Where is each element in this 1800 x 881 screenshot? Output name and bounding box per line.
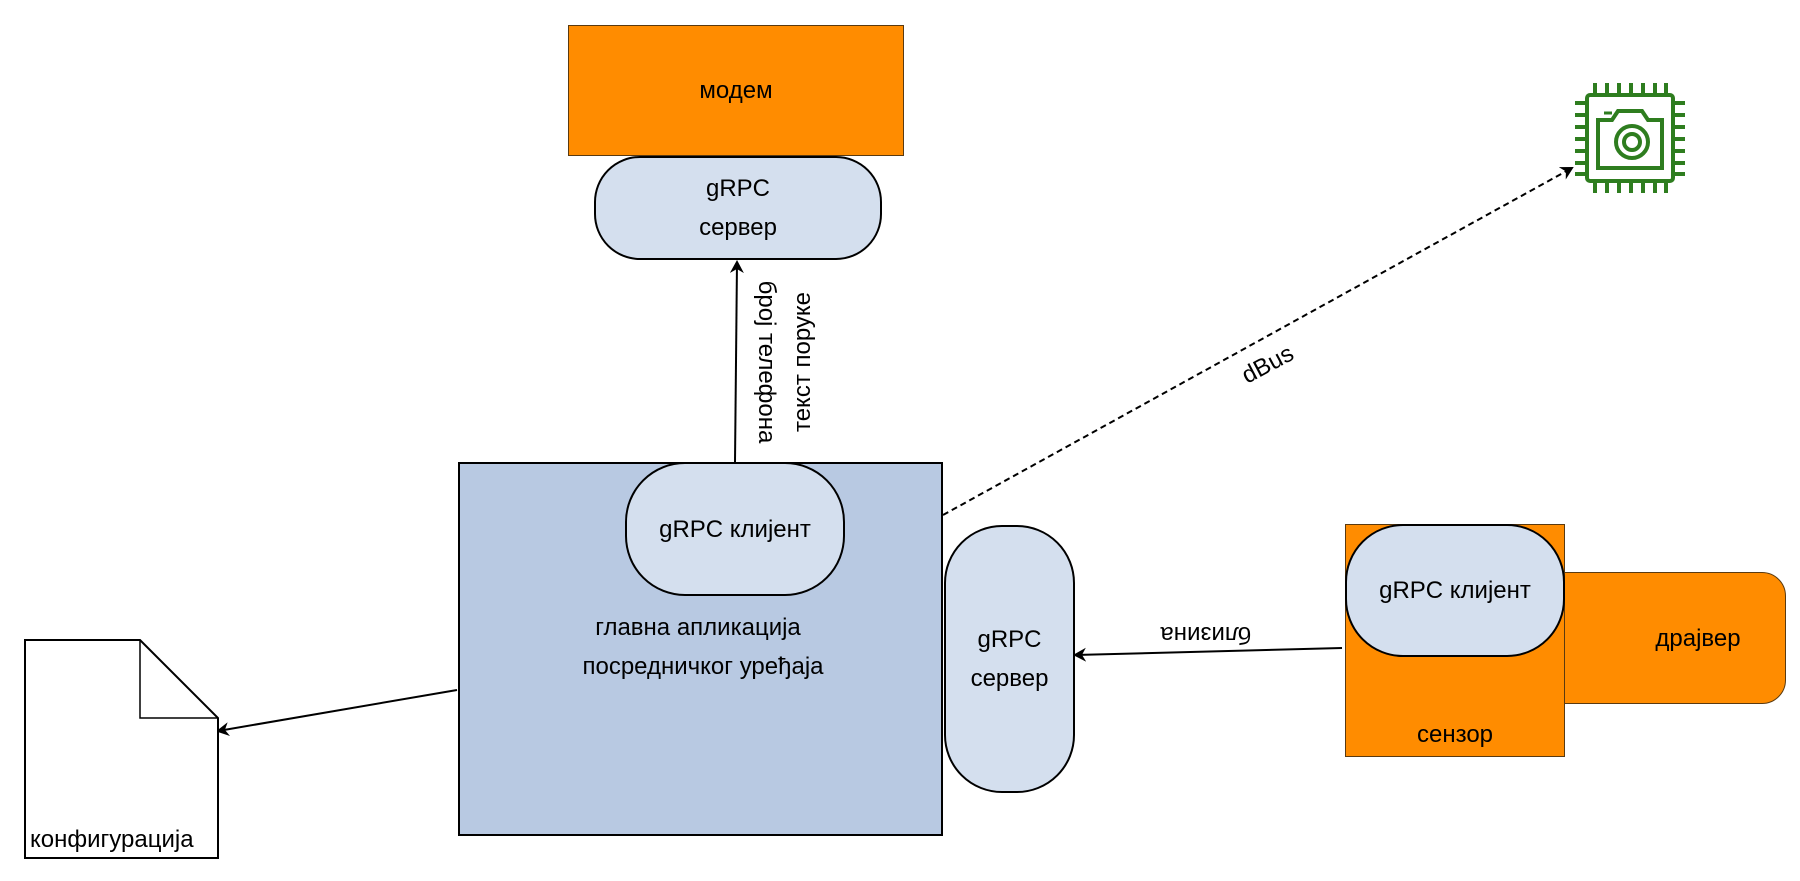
grpc-server-right-line1: gRPC — [977, 626, 1042, 653]
main-app-label-line1: главна апликација — [595, 614, 801, 641]
sensor-grpc-client: gRPC клијент — [1345, 524, 1565, 657]
grpc-client-main: gRPC клијент — [625, 462, 845, 596]
driver-label: драјвер — [1655, 624, 1741, 652]
grpc-server-top-line1: gRPC — [705, 175, 771, 202]
edge-label-message-text: текст поруке — [789, 291, 816, 433]
grpc-client-main-label: gRPC клијент — [659, 515, 811, 543]
modem-box: модем — [568, 25, 904, 156]
edge-label-proximity: близина — [1160, 621, 1252, 648]
sensor-grpc-client-label: gRPC клијент — [1379, 577, 1531, 604]
sensor-label: сензор — [1416, 721, 1494, 748]
modem-label: модем — [699, 77, 773, 104]
config-label: конфигурација — [30, 826, 194, 853]
edge-label-phone-number: број телефона — [753, 280, 780, 444]
grpc-server-right-line2: сервер — [970, 665, 1049, 692]
grpc-server-top: gRPC сервер — [594, 156, 882, 260]
driver-box: драјвер — [1560, 572, 1786, 704]
grpc-server-top-line2: сервер — [699, 214, 777, 241]
edge-sensor-to-server — [1073, 647, 1343, 662]
grpc-server-right: gRPC сервер — [944, 525, 1075, 793]
main-app-label: главна апликација посредничког уређаја — [460, 608, 941, 686]
edge-to-config — [216, 689, 458, 737]
edge-to-modem — [729, 260, 744, 463]
main-app-label-line2: посредничког уређаја — [582, 653, 824, 680]
